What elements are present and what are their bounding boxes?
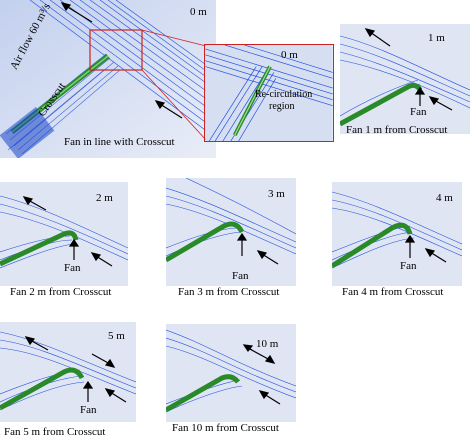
panel-4m: 4 m Fan Fan 4 m from Crosscut	[332, 182, 462, 306]
main-panel: 0 m Air flow 60 m³/s Crosscut Fan in lin…	[0, 0, 216, 158]
panel-10m-flow-render	[166, 324, 296, 422]
panel-10m-caption: Fan 10 m from Crosscut	[172, 422, 279, 434]
panel-3m-distance: 3 m	[268, 188, 285, 200]
panel-10m: 10 m Fan 10 m from Crosscut	[166, 324, 296, 442]
panel-3m: 3 m Fan Fan 3 m from Crosscut	[166, 178, 296, 306]
main-caption: Fan in line with Crosscut	[64, 136, 175, 148]
recirculation-label-line1: Re-circulation	[255, 89, 313, 100]
panel-10m-distance: 10 m	[256, 338, 279, 350]
panel-3m-flow-render	[166, 178, 296, 286]
panel-1m-caption: Fan 1 m from Crosscut	[346, 124, 448, 136]
panel-5m: 5 m Fan Fan 5 m from Crosscut	[0, 322, 136, 442]
panel-2m-caption: Fan 2 m from Crosscut	[10, 286, 112, 298]
recirculation-label-line2: region	[269, 101, 295, 112]
inset-panel: 0 m Re-circulation region	[204, 44, 334, 142]
panel-3m-caption: Fan 3 m from Crosscut	[178, 286, 280, 298]
main-flow-render	[0, 0, 216, 158]
panel-2m-distance: 2 m	[96, 192, 113, 204]
panel-4m-flow-render	[332, 182, 462, 286]
panel-1m-fan-label: Fan	[410, 106, 427, 118]
panel-4m-caption: Fan 4 m from Crosscut	[342, 286, 444, 298]
panel-1m: 1 m Fan Fan 1 m from Crosscut	[340, 24, 470, 152]
panel-2m: 2 m Fan Fan 2 m from Crosscut	[0, 182, 128, 306]
panel-4m-fan-label: Fan	[400, 260, 417, 272]
panel-5m-fan-label: Fan	[80, 404, 97, 416]
inset-distance-label: 0 m	[281, 49, 298, 61]
panel-2m-fan-label: Fan	[64, 262, 81, 274]
panel-4m-distance: 4 m	[436, 192, 453, 204]
panel-1m-distance: 1 m	[428, 32, 445, 44]
main-distance-label: 0 m	[190, 6, 207, 18]
panel-5m-distance: 5 m	[108, 330, 125, 342]
panel-5m-flow-render	[0, 322, 136, 422]
panel-3m-fan-label: Fan	[232, 270, 249, 282]
panel-5m-caption: Fan 5 m from Crosscut	[4, 426, 106, 438]
panel-1m-flow-render	[340, 24, 470, 134]
inset-flow-render	[205, 45, 333, 141]
panel-2m-flow-render	[0, 182, 128, 286]
